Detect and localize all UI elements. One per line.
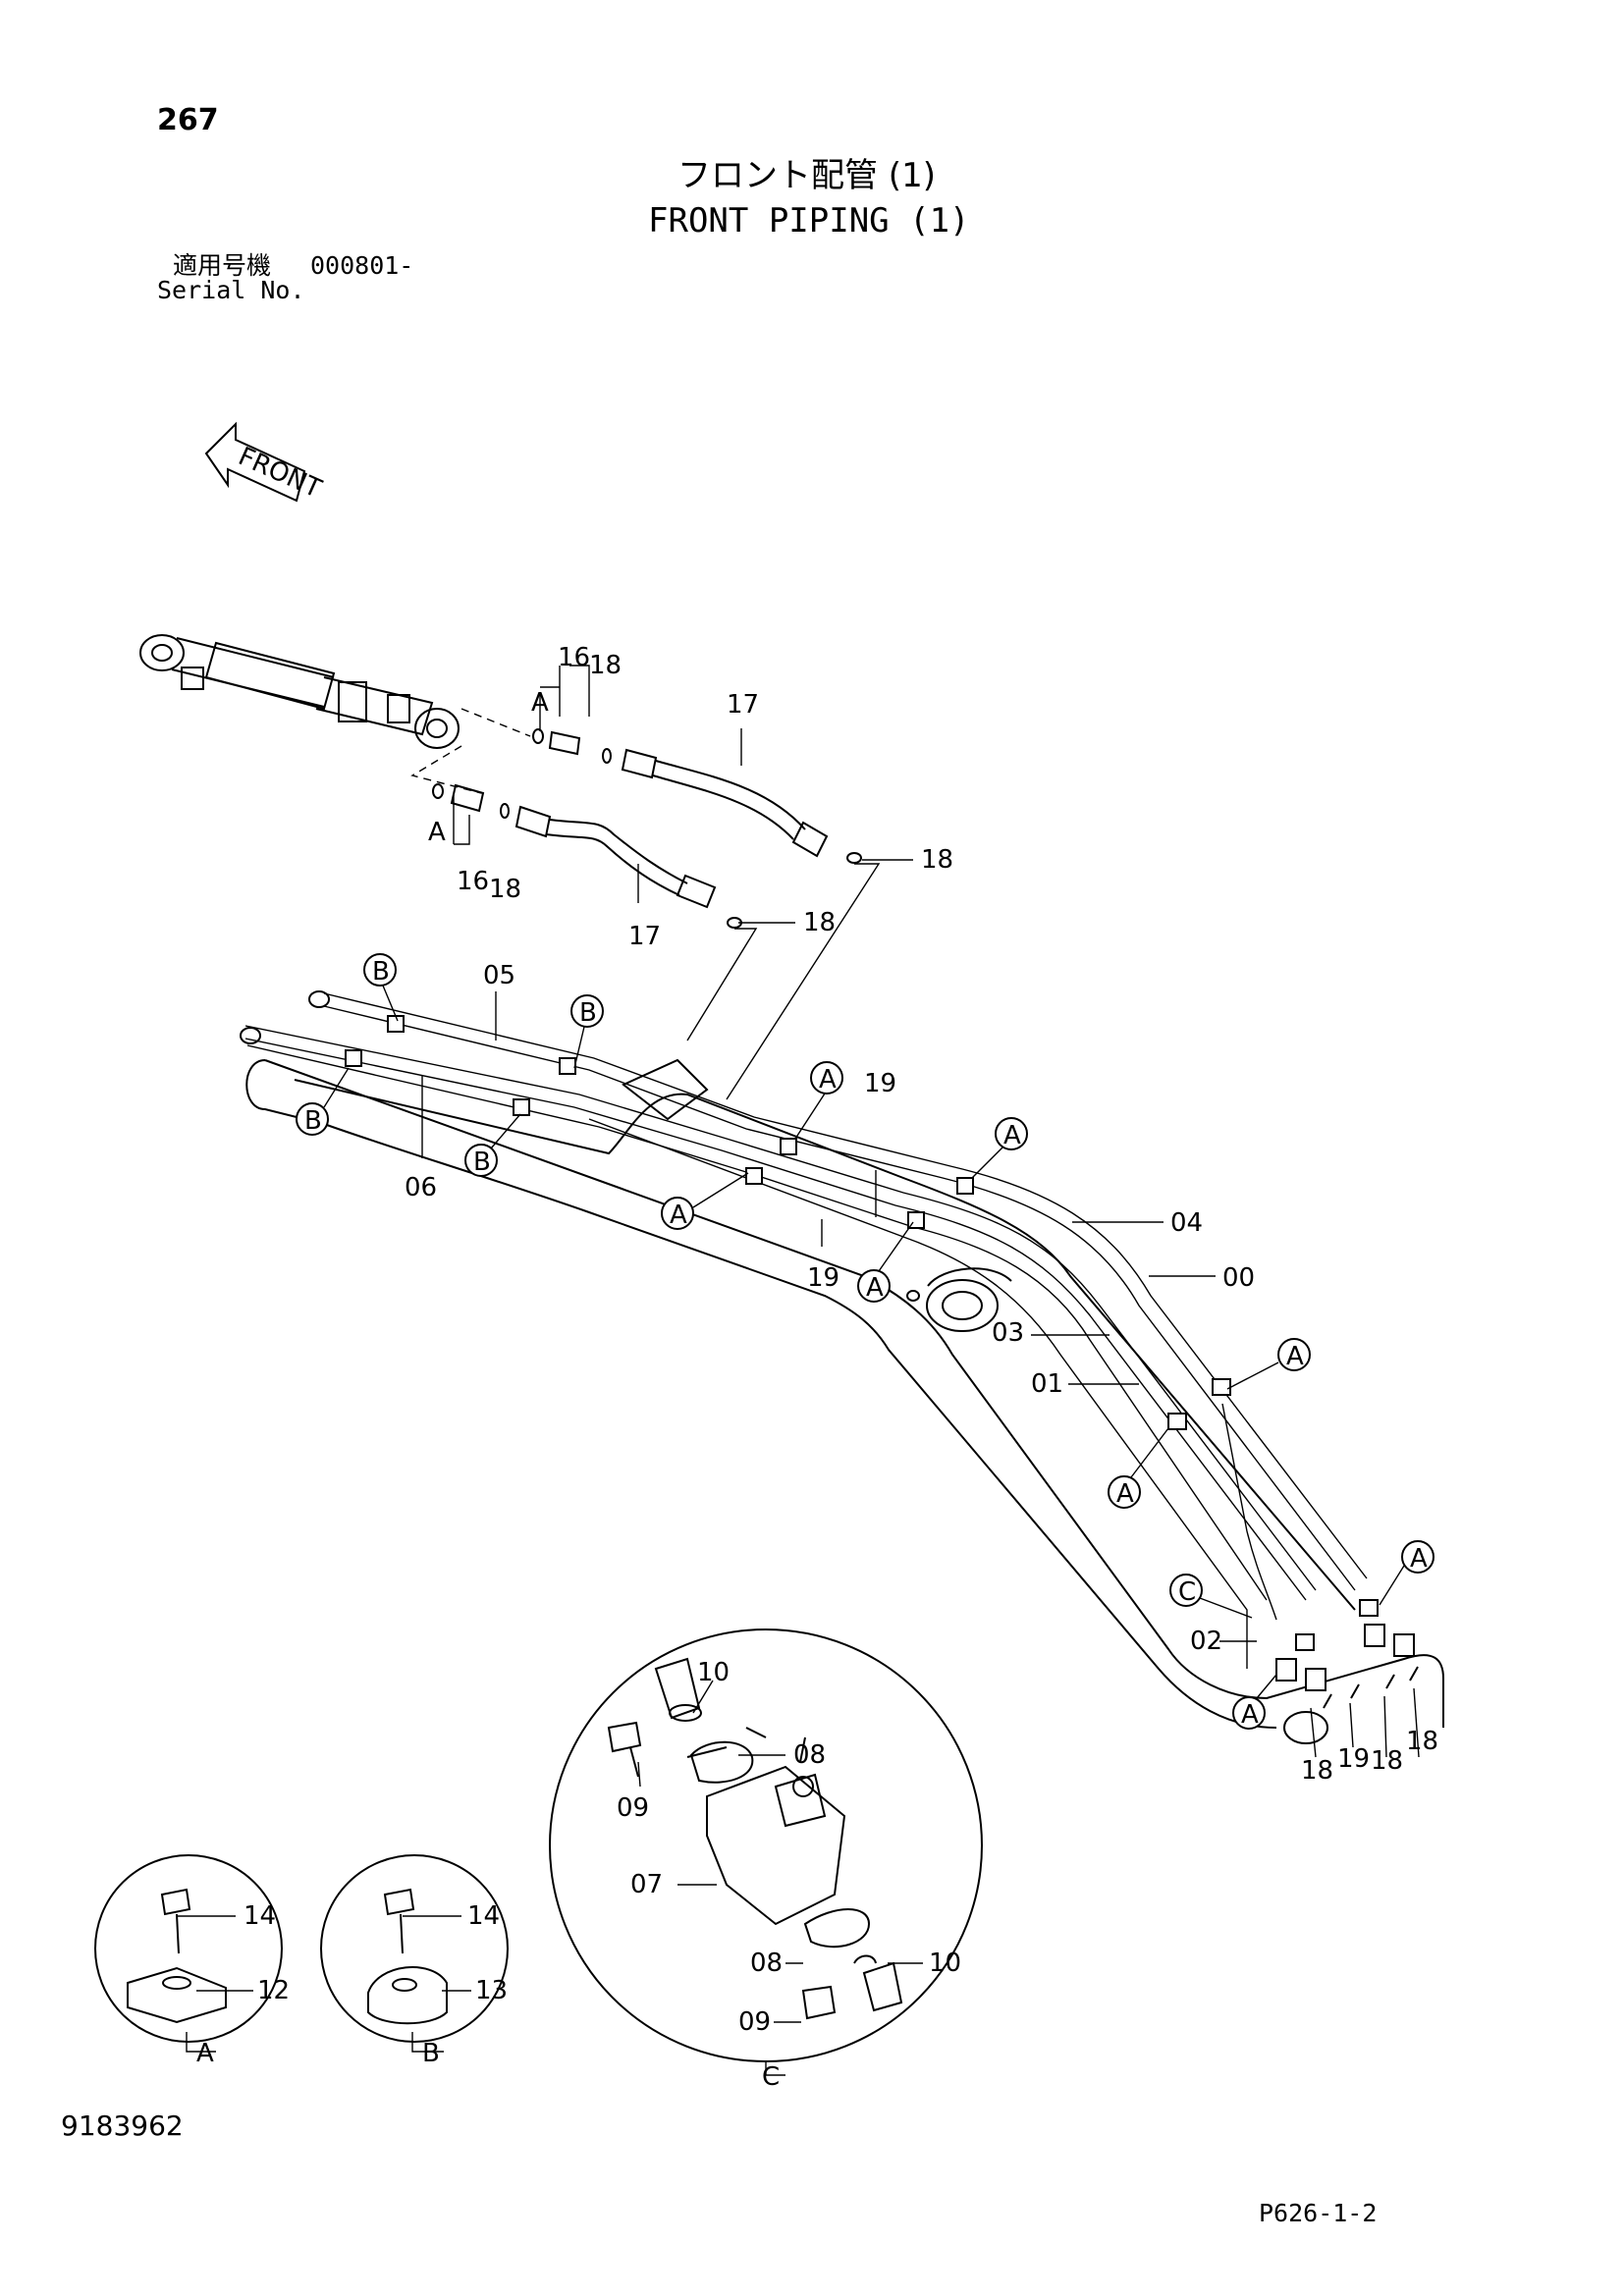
marker-b-3: B (304, 1106, 322, 1136)
title-english: FRONT PIPING (1) (648, 201, 970, 240)
end-fittings (1275, 1624, 1419, 1709)
detail-label-c: C (762, 2062, 780, 2092)
serial-label-japanese: 適用号機 (173, 251, 272, 280)
callout-12: 12 (257, 1976, 290, 2005)
callout-18-end-3: 18 (1406, 1727, 1438, 1756)
marker-a-top: A (531, 688, 549, 718)
marker-a-8: A (1241, 1700, 1259, 1730)
callout-05: 05 (483, 961, 515, 990)
marker-b-2: B (579, 998, 597, 1028)
marker-a-5: A (1286, 1342, 1304, 1371)
detail-view-c (549, 1629, 983, 2062)
detail-view-a (94, 1854, 283, 2043)
marker-a-lower: A (428, 818, 446, 847)
upper-fittings (532, 728, 862, 864)
callout-19-end: 19 (1337, 1744, 1370, 1774)
callout-18-upper: 18 (589, 651, 622, 680)
callout-18-end-2: 18 (1371, 1746, 1403, 1776)
front-direction-arrow: FRONT (204, 421, 326, 505)
callout-18-end-1: 18 (1301, 1756, 1333, 1786)
pipe-clamps (345, 1015, 1379, 1651)
callout-17-lower: 17 (628, 922, 661, 951)
title-japanese: フロント配管 (1) (677, 156, 936, 195)
detail-label-a: A (196, 2039, 214, 2068)
arm-cylinder (139, 634, 460, 749)
marker-a-1: A (819, 1065, 837, 1095)
callout-06: 06 (405, 1173, 437, 1202)
callout-13: 13 (475, 1976, 508, 2005)
callout-01: 01 (1031, 1369, 1063, 1399)
callout-09-lower: 09 (738, 2007, 771, 2037)
marker-a-7: A (1410, 1544, 1428, 1574)
document-number: 9183962 (61, 2109, 184, 2142)
reference-markers (296, 953, 1435, 1730)
callout-19-lower: 19 (807, 1263, 839, 1293)
callout-10-upper: 10 (697, 1658, 730, 1687)
callout-17-upper: 17 (727, 690, 759, 720)
page-code: P626-1-2 (1259, 2199, 1378, 2227)
callout-16-lower: 16 (457, 867, 489, 896)
marker-b-1: B (372, 957, 390, 987)
callout-07: 07 (630, 1870, 663, 1899)
callout-leaders (177, 665, 1420, 2076)
marker-c-1: C (1178, 1577, 1196, 1607)
callout-19-upper: 19 (864, 1069, 896, 1098)
marker-b-4: B (473, 1148, 491, 1177)
callout-09-upper: 09 (617, 1793, 649, 1823)
callout-18-right: 18 (921, 845, 953, 875)
page-number: 267 (157, 103, 219, 137)
detail-label-b: B (422, 2039, 440, 2068)
boom-pipes (240, 990, 1368, 1669)
callout-08-lower: 08 (750, 1949, 783, 1978)
serial-label-english: Serial No. (157, 276, 305, 304)
marker-a-3: A (670, 1201, 687, 1230)
callout-18-lower: 18 (489, 875, 521, 904)
callout-03: 03 (992, 1318, 1024, 1348)
boom (245, 1058, 1444, 1744)
callout-14-a: 14 (244, 1901, 276, 1931)
callout-10-lower: 10 (929, 1949, 961, 1978)
callout-18-mid: 18 (803, 908, 836, 937)
marker-a-6: A (1116, 1479, 1134, 1509)
front-arrow-label: FRONT (234, 442, 325, 505)
marker-a-4: A (866, 1273, 884, 1303)
marker-a-2: A (1003, 1121, 1021, 1150)
detail-view-b (320, 1854, 509, 2043)
callout-00: 00 (1222, 1263, 1255, 1293)
callout-02: 02 (1190, 1627, 1222, 1656)
serial-value: 000801- (310, 251, 414, 280)
lower-fittings (432, 783, 742, 929)
callout-16-upper: 16 (558, 643, 590, 672)
callout-14-b: 14 (467, 1901, 500, 1931)
callout-08-upper: 08 (793, 1740, 826, 1770)
callout-04: 04 (1170, 1208, 1203, 1238)
